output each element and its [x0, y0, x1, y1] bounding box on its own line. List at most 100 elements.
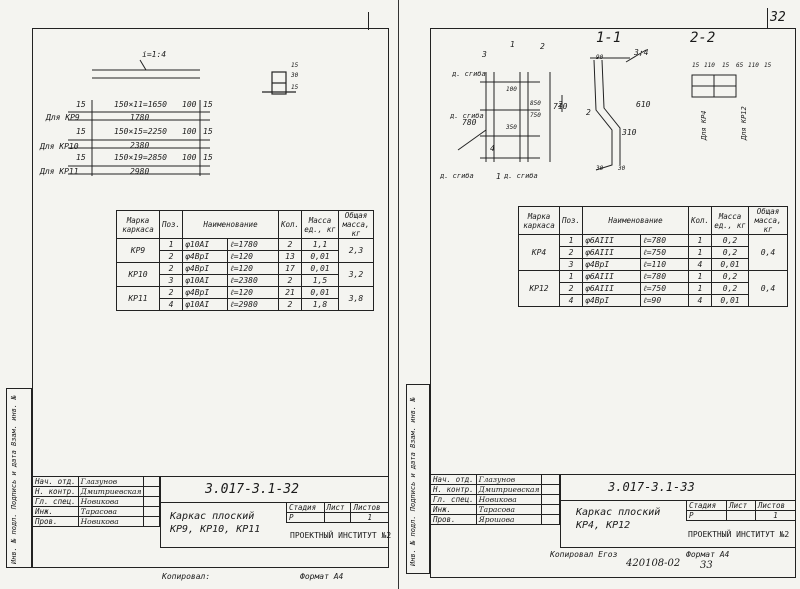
dim: 780	[462, 118, 477, 127]
section-dim: 15	[722, 62, 730, 69]
archive-sheet: 33	[700, 560, 713, 571]
cell-total: 3,8	[338, 286, 374, 311]
right-frame	[430, 28, 796, 578]
cell-qty: 1	[687, 246, 713, 259]
cell-qty: 2	[277, 298, 303, 311]
left-side-stamp-box	[6, 388, 32, 568]
pos-label: 2	[540, 42, 545, 51]
left-title-staff: Нач. отд.Глазунов Н. контр.Дмитриевская …	[32, 476, 160, 527]
section-dim: 30	[291, 72, 299, 79]
left-frame-drawing	[68, 59, 296, 176]
cell-name: φ4BpI	[182, 286, 229, 299]
dim-left-15: 15	[76, 153, 86, 162]
dim-kp9-total: 1780	[130, 113, 150, 122]
cell-length: ℓ=2380	[227, 274, 279, 287]
col-pos: Поз.	[558, 206, 584, 235]
right-spec-table: Марка каркаса Поз. Наименование Кол. Мас…	[518, 206, 788, 307]
section-label-2-2: 2-2	[690, 30, 716, 46]
cell-mass: 0,01	[711, 258, 749, 271]
dim: 90	[596, 54, 604, 61]
col-name: Наименование	[582, 206, 689, 235]
cell-length: ℓ=750	[640, 246, 689, 259]
staff-row: Пров.Новикова	[32, 516, 160, 527]
col-mass: Масса ед., кг	[301, 210, 339, 239]
dim-right-100: 100	[182, 127, 197, 136]
cell-pos: 2	[158, 286, 184, 299]
dim: 610	[636, 100, 651, 109]
col-total: Общая масса, кг	[748, 206, 788, 235]
cell-pos: 4	[158, 298, 184, 311]
left-frame	[32, 28, 389, 568]
table-row: КР4 1 φ6AIII ℓ=780 1 0,2 0,4	[518, 234, 788, 271]
left-spec-table: Марка каркаса Поз. Наименование Кол. Мас…	[116, 210, 374, 311]
cell-mark: КР12	[518, 270, 560, 307]
section-dim: 15	[291, 84, 299, 91]
dim-kp10-total: 2380	[130, 141, 150, 150]
dim: 710	[553, 102, 568, 111]
label-kp9: Для КР9	[46, 113, 80, 122]
bend-label: д. сгиба	[504, 172, 538, 180]
section-note-kp12: Для КР12	[740, 106, 748, 140]
left-title-main	[160, 476, 389, 548]
cell-total: 2,3	[338, 238, 374, 263]
table-row: 4 φ10AI ℓ=2980 2 1,8	[117, 298, 374, 311]
col-mass: Масса ед., кг	[711, 206, 749, 235]
cell-qty: 4	[687, 294, 713, 307]
right-title-staff: Нач. отд.Глазунов Н. контр.Дмитриевская …	[430, 474, 560, 525]
cell-qty: 1	[687, 234, 713, 247]
col-qty: Кол.	[687, 206, 713, 235]
cell-mass: 0,01	[711, 294, 749, 307]
cell-qty: 4	[687, 258, 713, 271]
cell-mass: 0,2	[711, 270, 749, 283]
table-row: 3 φ10AI ℓ=2380 2 1,5	[117, 274, 374, 287]
cell-name: φ6AIII	[582, 234, 642, 247]
table-row: КР10 2 φ4BpI ℓ=120 17 0,01 3,2	[116, 262, 374, 287]
cell-pos: 1	[558, 270, 584, 283]
cell-length: ℓ=780	[640, 270, 689, 283]
cell-name: φ6AIII	[582, 282, 642, 295]
page-number: 32	[770, 10, 786, 25]
staff-row: Нач. отд.Глазунов	[430, 474, 560, 485]
dim-kp10-pitch: 150×15=2250	[114, 127, 167, 136]
cell-length: ℓ=750	[640, 282, 689, 295]
cell-mass: 0,01	[301, 262, 339, 275]
cell-mass: 1,1	[301, 238, 339, 251]
pos-label: 3	[482, 50, 487, 59]
cell-qty: 21	[277, 286, 303, 299]
section-dim: 15	[291, 62, 299, 69]
dim-right-15: 15	[203, 100, 213, 109]
right-side-stamp-box	[406, 384, 430, 574]
cell-name: φ10AI	[182, 274, 229, 287]
cell-mark: КР4	[518, 234, 560, 271]
cell-mark: КР9	[116, 238, 160, 263]
col-mark: Марка каркаса	[116, 210, 160, 239]
cell-mark: КР10	[116, 262, 160, 287]
cell-mass: 1,8	[301, 298, 339, 311]
bend-label: д. сгиба	[450, 112, 484, 120]
cell-qty: 1	[687, 282, 713, 295]
section-dim: 15	[692, 62, 700, 69]
cell-mass: 0,2	[711, 282, 749, 295]
right-title-divider	[560, 500, 796, 548]
dim: 310	[622, 128, 637, 137]
cell-pos: 2	[158, 262, 184, 275]
cell-pos: 2	[558, 282, 584, 295]
bend-label: д. сгиба	[452, 70, 486, 78]
col-name: Наименование	[182, 210, 279, 239]
cell-mark: КР11	[116, 286, 160, 311]
cell-pos: 3	[558, 258, 584, 271]
left-doc-code: 3.017-3.1-32	[205, 482, 299, 497]
cell-length: ℓ=1780	[227, 238, 279, 251]
section-label-1-1: 1-1	[596, 30, 622, 46]
dim: 30	[618, 165, 626, 172]
dim-right-100: 100	[182, 153, 197, 162]
cell-length: ℓ=2980	[227, 298, 279, 311]
staff-row: Инж.Тарасова	[32, 506, 160, 517]
table-row: КР12 1 φ6AIII ℓ=780 1 0,2 0,4	[518, 270, 788, 307]
cell-name: φ4BpI	[582, 294, 642, 307]
staff-row: Гл. спец.Новикова	[32, 496, 160, 507]
staff-row: Пров.Ярошова	[430, 514, 560, 525]
left-sheet: i=1:4 15 150×11=1650 100 15 Для КР9 1780…	[6, 12, 391, 581]
